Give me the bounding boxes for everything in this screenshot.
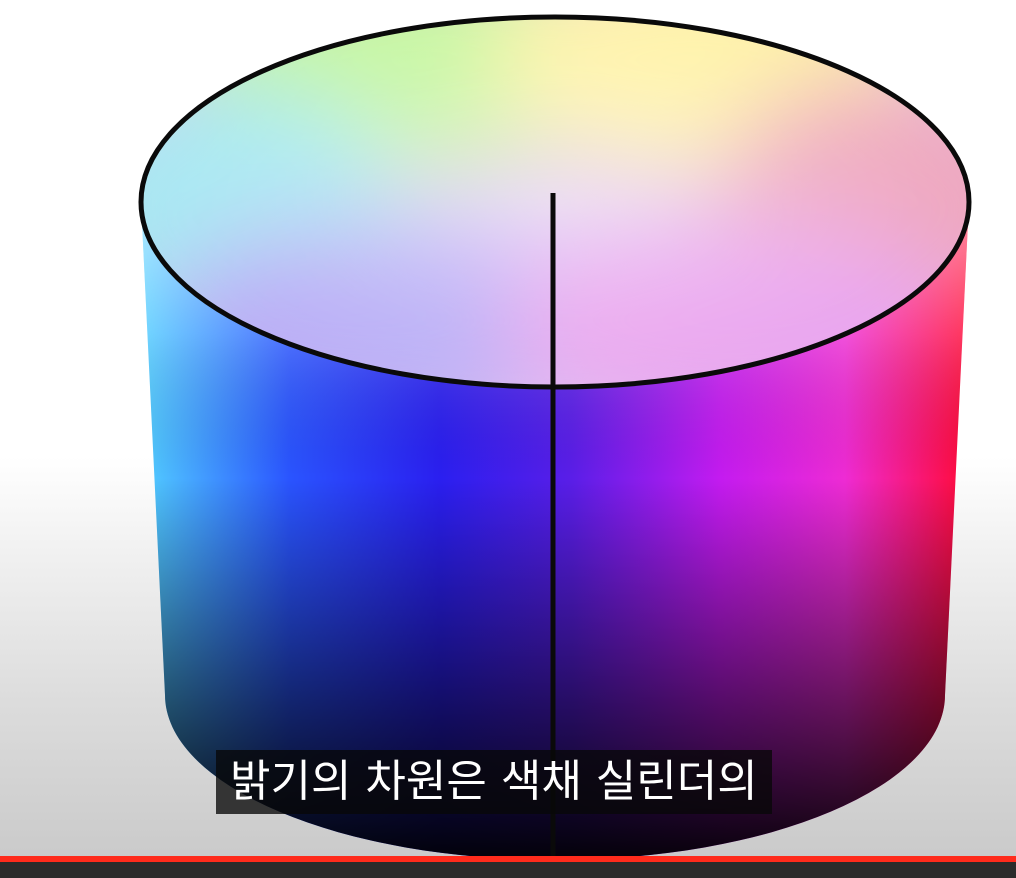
video-subtitle: 밝기의 차원은 색채 실린더의 <box>216 750 772 814</box>
video-progress-bar[interactable] <box>0 856 1016 878</box>
video-progress-fill <box>0 856 1016 862</box>
